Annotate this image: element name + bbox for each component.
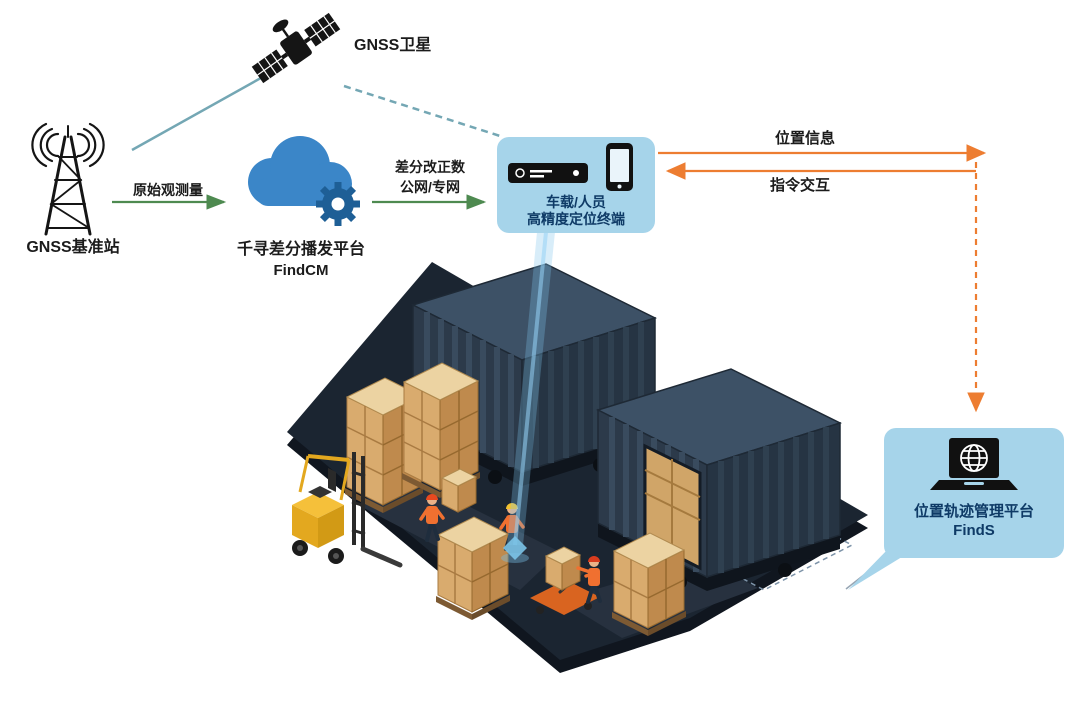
receiver-icon [508,163,588,183]
smartphone-icon [606,143,633,191]
laptop-globe-icon [930,438,1018,490]
cloud-name-label: 千寻差分播发平台 [236,241,366,258]
pallet-jack [530,546,600,615]
globe-icon [960,444,988,472]
corrections-label-2: 公网/专网 [400,179,460,195]
gear-icon [316,182,360,226]
satellite-to-base-line [131,72,269,152]
location-pin [503,536,527,560]
cloud-sub-label: FindCM [273,262,329,279]
cloud-gear-icon [248,136,360,226]
warehouse-scene [287,231,868,673]
base-station-label: GNSS基准站 [26,239,120,256]
platform-bubble: 位置轨迹管理平台 FindS [884,428,1064,558]
worker-3 [576,556,602,604]
raw-data-label: 原始观测量 [133,182,203,198]
position-info-label: 位置信息 [774,130,836,147]
positioning-beam [501,231,555,563]
terminal-label-1: 车载/人员 [546,194,606,210]
platform-name-label: 位置轨迹管理平台 [913,503,1034,520]
radio-tower-icon [31,122,105,236]
satellite-icon [251,12,341,84]
command-label: 指令交互 [769,177,831,194]
forklift [292,452,403,568]
platform-sub-label: FindS [953,522,995,539]
terminal-icons [508,143,633,191]
terminal-bubble: 车载/人员 高精度定位终端 [497,137,655,233]
corrections-label-1: 差分改正数 [395,159,465,175]
satellite-to-terminal-line [343,84,501,138]
satellite-label: GNSS卫星 [354,37,432,54]
worker-1 [419,494,445,542]
terminal-label-2: 高精度定位终端 [527,211,625,227]
